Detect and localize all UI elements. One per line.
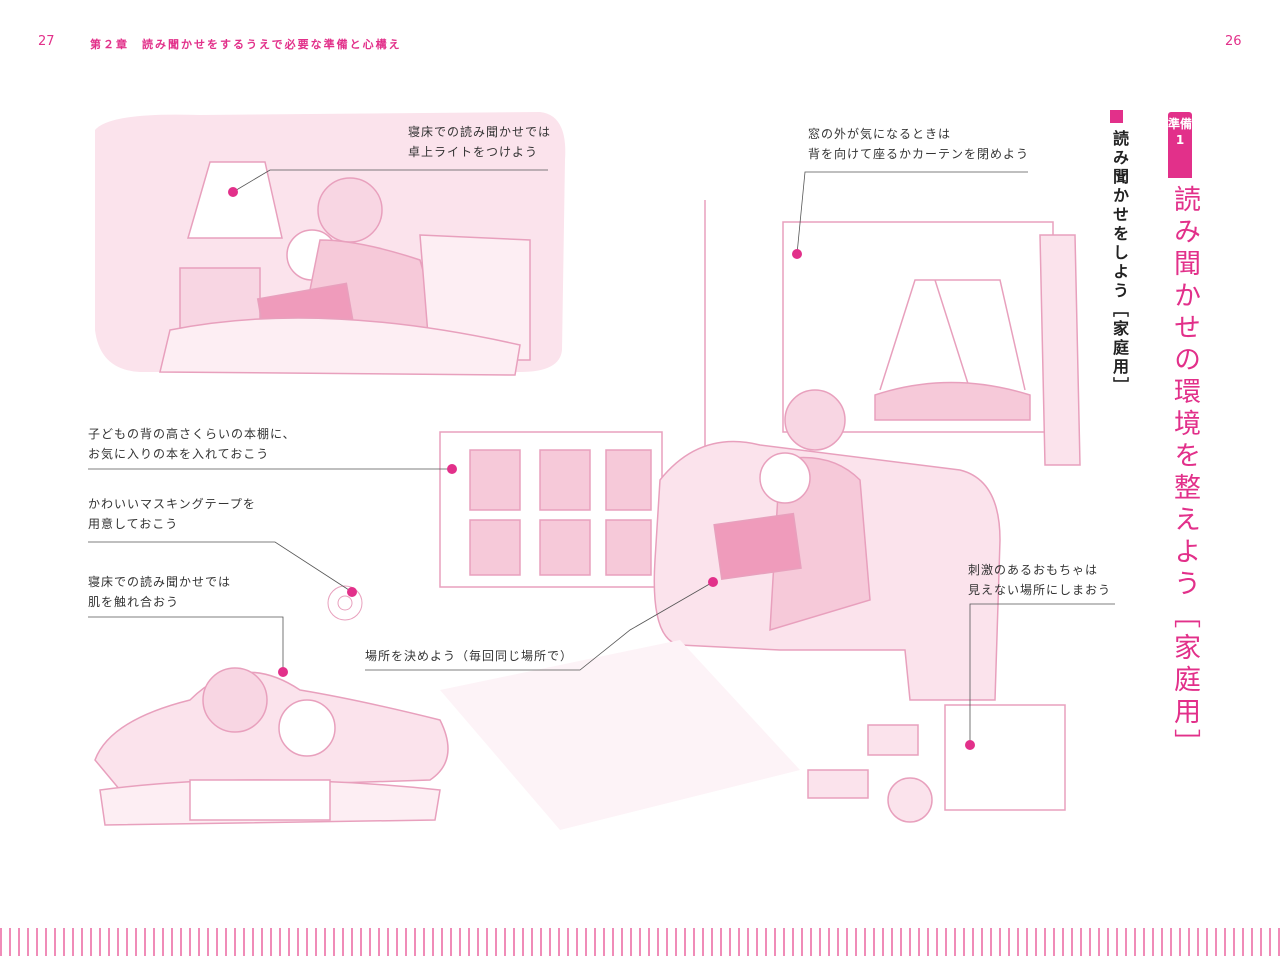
running-head: 第２章 読み聞かせをするうえで必要な準備と心構え — [90, 38, 402, 51]
leader-lines — [88, 169, 1115, 745]
callout-line: 場所を決めよう（毎回同じ場所で） — [365, 649, 574, 663]
callout-line: 寝床での読み聞かせでは — [88, 575, 232, 589]
callout-line: 見えない場所にしまおう — [968, 583, 1112, 597]
callout-window: 窓の外が気になるときは 背を向けて座るかカーテンを閉めよう — [808, 124, 1029, 164]
subtitle-marker — [1110, 110, 1123, 123]
callout-line: かわいいマスキングテープを — [88, 497, 256, 511]
bedroom-scene — [95, 112, 566, 376]
section-badge: 準備 1 — [1168, 112, 1192, 178]
decorative-footer-stripes — [0, 928, 1280, 956]
callout-line: 卓上ライトをつけよう — [408, 145, 539, 159]
badge-label: 準備 — [1168, 117, 1193, 131]
callout-line: 寝床での読み聞かせでは — [408, 125, 552, 139]
callout-line: 窓の外が気になるときは — [808, 127, 952, 141]
callout-line: 用意しておこう — [88, 517, 179, 531]
callout-line: 背を向けて座るかカーテンを閉めよう — [808, 147, 1030, 161]
callout-line: 子どもの背の高さくらいの本棚に、 — [88, 427, 296, 441]
callout-desk-light: 寝床での読み聞かせでは 卓上ライトをつけよう — [408, 122, 551, 162]
callout-bookshelf: 子どもの背の高さくらいの本棚に、 お気に入りの本を入れておこう — [88, 424, 296, 464]
right-page-number: 26 — [1225, 34, 1242, 49]
page-title: 読み聞かせの環境を整えよう［家庭用］ — [1169, 185, 1200, 761]
callout-line: 刺激のあるおもちゃは — [968, 563, 1099, 577]
page-subtitle: 読み聞かせをしよう［家庭用］ — [1110, 130, 1129, 396]
fort-scene — [94, 667, 449, 826]
callout-masking-tape: かわいいマスキングテープを 用意しておこう — [88, 494, 256, 534]
living-room-scene — [439, 200, 1081, 830]
callout-toys: 刺激のあるおもちゃは 見えない場所にしまおう — [968, 560, 1111, 600]
callout-line: 肌を触れ合おう — [88, 595, 180, 609]
callout-dots — [228, 187, 975, 750]
badge-number: 1 — [1175, 133, 1185, 147]
callout-skin-contact: 寝床での読み聞かせでは 肌を触れ合おう — [88, 572, 231, 612]
callout-fixed-place: 場所を決めよう（毎回同じ場所で） — [365, 646, 573, 666]
left-page-number: 27 — [38, 34, 55, 49]
callout-line: お気に入りの本を入れておこう — [88, 447, 270, 461]
lamp-shade-icon — [187, 161, 283, 239]
